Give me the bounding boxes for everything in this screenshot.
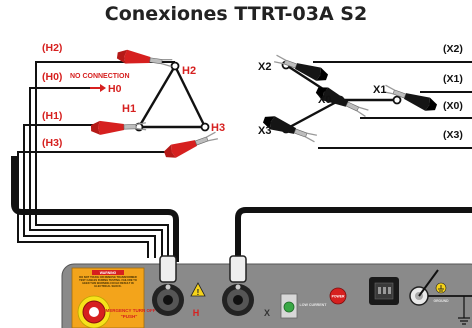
secondary-wiring	[313, 61, 472, 149]
terminal-x1	[392, 95, 402, 105]
emergency-sub-label: "PUSH"	[121, 314, 138, 319]
terminal-h3	[200, 122, 210, 132]
warning-title: WARNING	[100, 271, 117, 275]
ground-terminal[interactable]	[409, 269, 439, 306]
warning-text: DO NOT TOUCH OR REMOVE TRANSFORMER TEST …	[79, 276, 137, 289]
clamp-h2	[115, 47, 174, 71]
diagram-title: Conexiones TTRT-03A S2	[104, 3, 368, 25]
low-current-label: LOW CURRENT	[300, 303, 328, 307]
power-inlet[interactable]	[369, 277, 399, 305]
label-terminal-x1: X1	[373, 84, 386, 96]
caution-icon: !	[190, 282, 206, 297]
h-connector-label: H	[193, 308, 200, 318]
label-x3-lead: (X3)	[443, 129, 463, 141]
label-h1-lead: (H1)	[42, 110, 62, 122]
label-h3-lead: (H3)	[42, 137, 62, 149]
label-h0-lead: (H0)	[42, 71, 62, 83]
instrument-panel: WARNING DO NOT TOUCH OR REMOVE TRANSFORM…	[61, 255, 472, 328]
label-terminal-h3: H3	[211, 122, 225, 134]
emergency-stop-button[interactable]	[77, 295, 111, 328]
emergency-label: EMERGENCY TURN OFF	[103, 308, 156, 313]
power-label: POWER	[332, 295, 345, 299]
label-x2-lead: (X2)	[443, 43, 463, 55]
clamp-x1	[381, 81, 440, 115]
label-h2-lead: (H2)	[42, 42, 62, 54]
svg-text:!: !	[197, 288, 200, 297]
lead-h3	[17, 151, 170, 258]
label-terminal-x0: X0	[318, 94, 331, 106]
secondary-cable-bundle	[235, 207, 472, 262]
x-connector-label: X	[264, 308, 270, 318]
primary-wiring	[17, 61, 175, 258]
terminal-h2	[170, 61, 180, 71]
ground-label: GROUND	[433, 299, 449, 303]
label-x0-lead: (X0)	[443, 100, 463, 112]
label-h0-arrow: H0	[108, 83, 122, 95]
label-terminal-x2: X2	[258, 61, 271, 73]
lead-h0	[29, 87, 163, 258]
primary-cable-bundle	[11, 156, 179, 262]
label-terminal-h2: H2	[182, 65, 196, 77]
lead-h1	[23, 124, 156, 258]
label-x1-lead: (X1)	[443, 73, 463, 85]
clamp-x2	[272, 51, 331, 85]
earth-ground-icon	[458, 296, 470, 325]
x-connector[interactable]	[222, 255, 254, 316]
label-terminal-h1: H1	[122, 103, 136, 115]
h0-arrow	[90, 84, 106, 92]
label-no-connection: NO CONNECTION	[70, 73, 130, 80]
h-connector[interactable]	[152, 255, 184, 316]
ground-icon	[435, 282, 447, 294]
lead-h2	[35, 61, 175, 258]
low-current-switch[interactable]	[280, 293, 298, 319]
label-terminal-x3: X3	[258, 125, 271, 137]
power-indicator	[329, 287, 347, 305]
primary-triangle	[137, 65, 207, 129]
